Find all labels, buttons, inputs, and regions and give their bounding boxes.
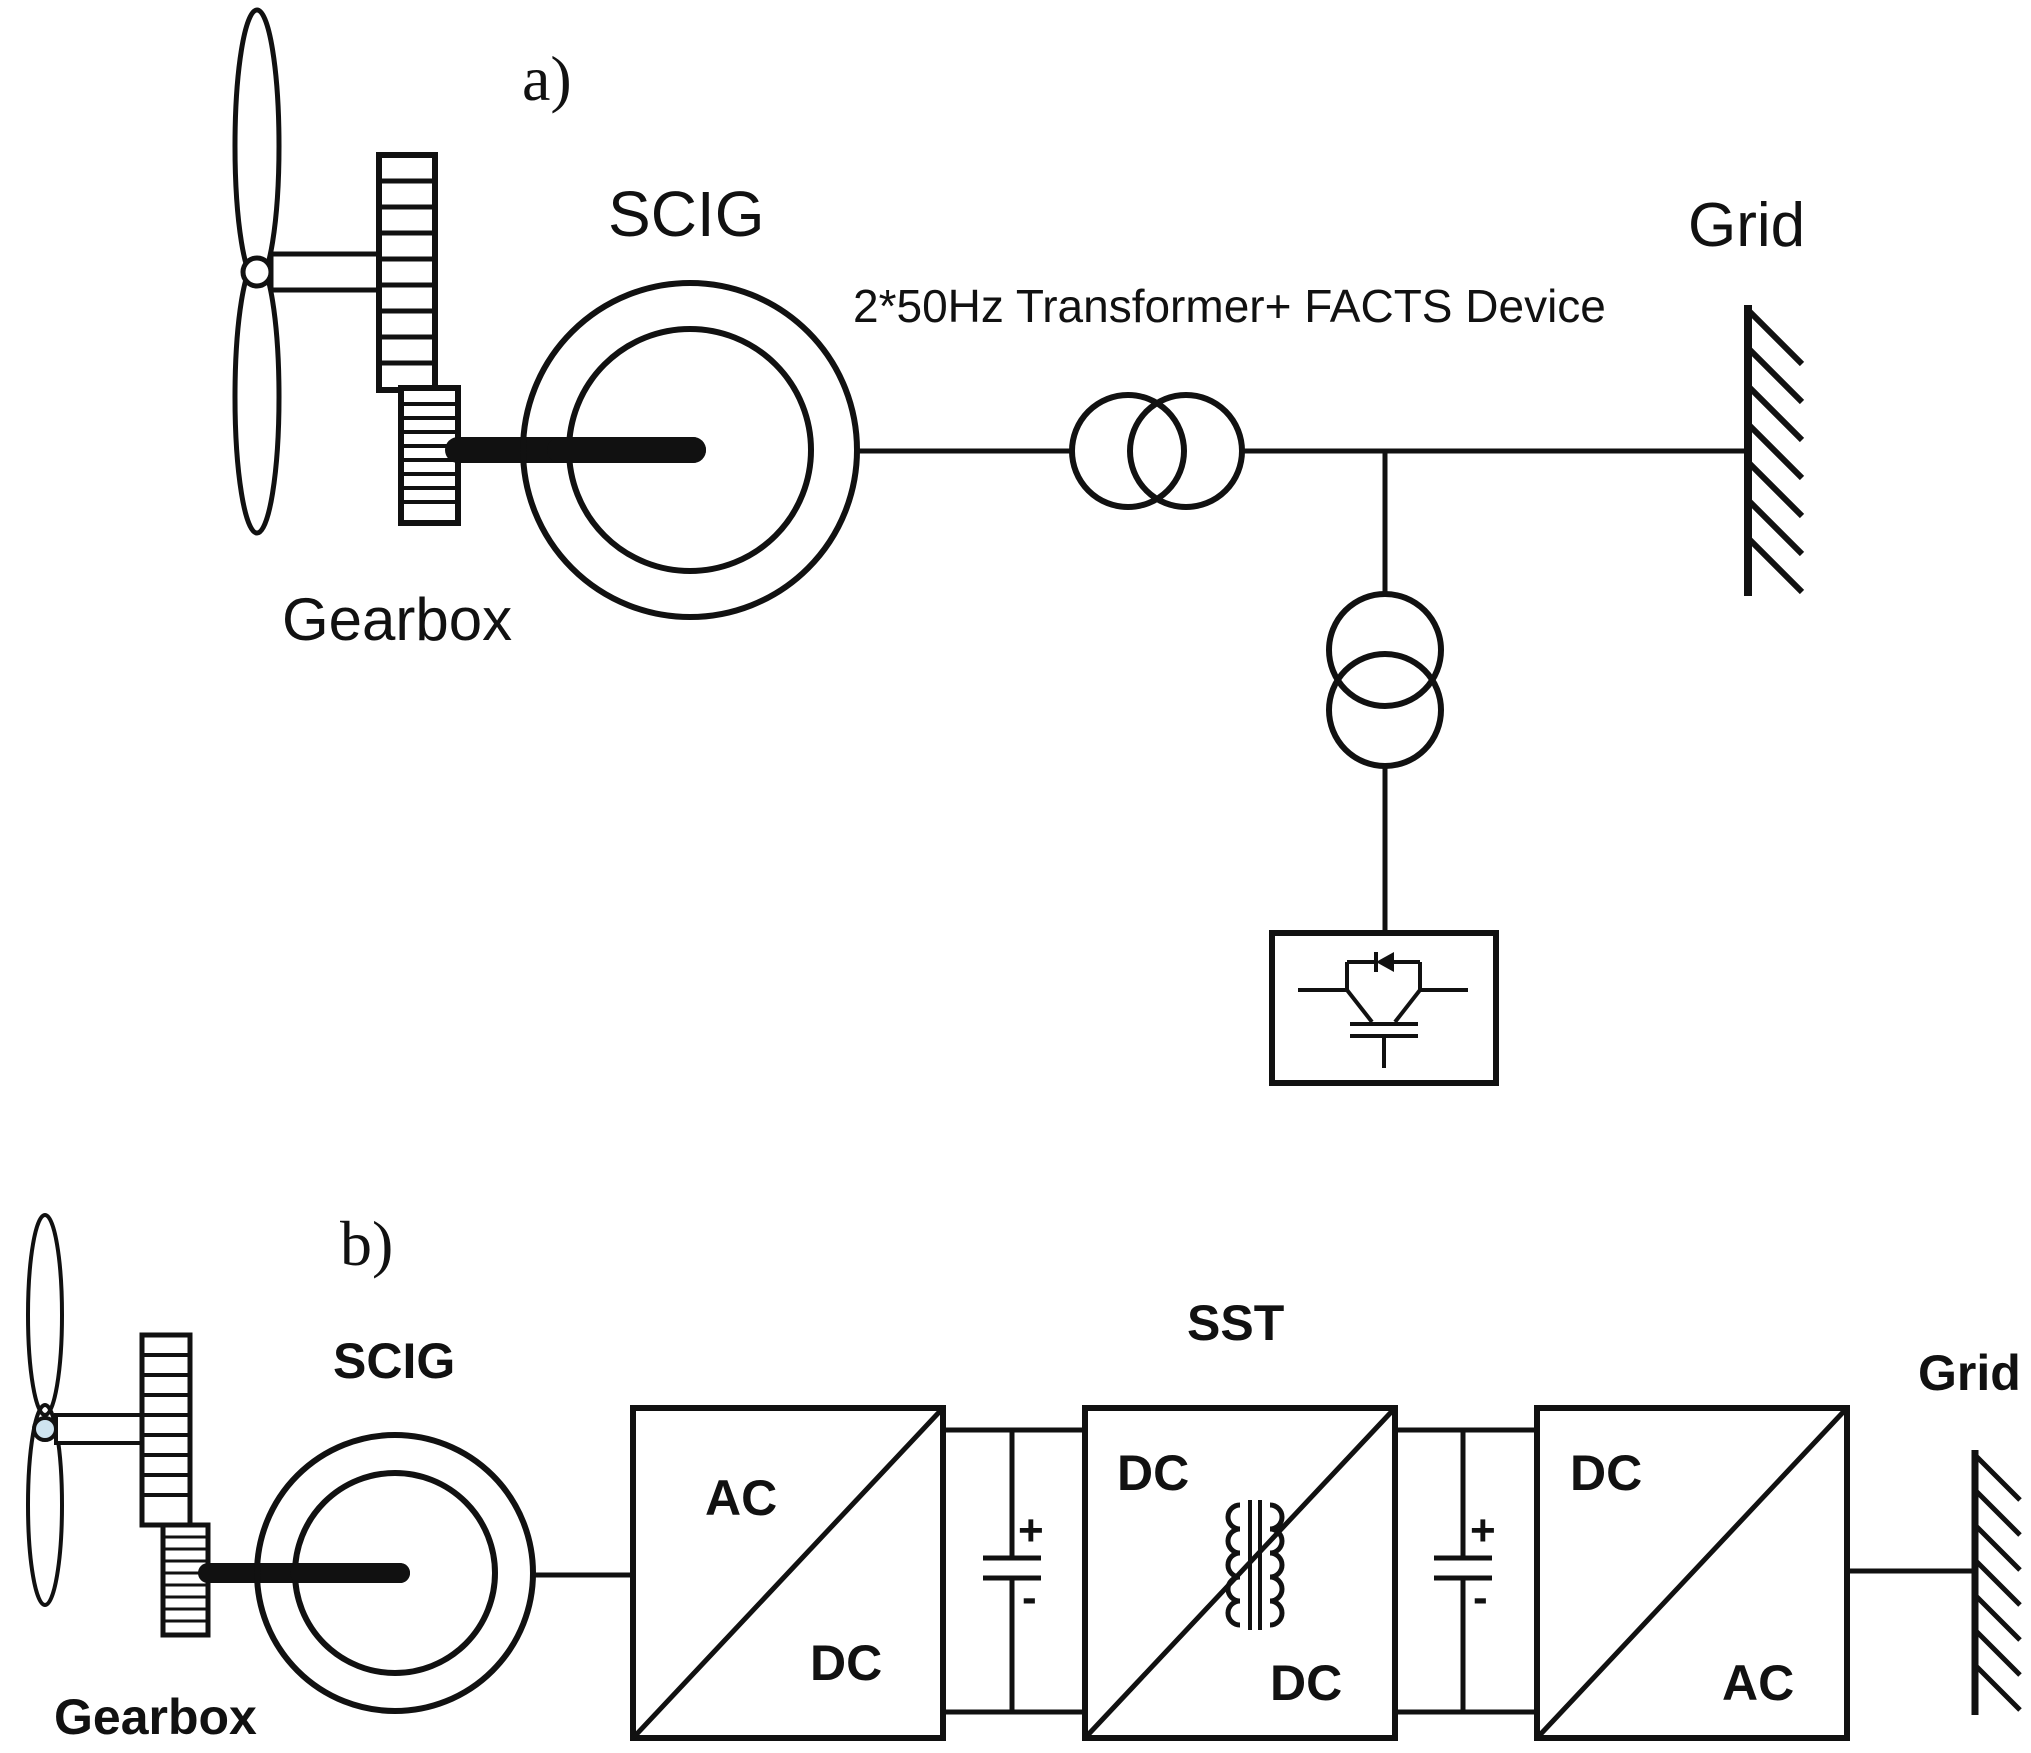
gearbox-label-b: Gearbox bbox=[54, 1689, 257, 1745]
cap2-minus: - bbox=[1473, 1573, 1488, 1622]
cap2-plus: + bbox=[1470, 1506, 1496, 1555]
conv2-top-label: DC bbox=[1117, 1445, 1189, 1501]
grid-label-b: Grid bbox=[1918, 1345, 2021, 1401]
generator-icon-b bbox=[254, 1432, 536, 1714]
ac-dc-converter: AC DC bbox=[630, 1405, 946, 1741]
grid-icon-b bbox=[1971, 1450, 2022, 1715]
panel-a: a) bbox=[232, 7, 1805, 1086]
facts-device-icon bbox=[1269, 930, 1499, 1086]
wind-turbine-icon-b bbox=[26, 1213, 144, 1607]
conv1-top-label: AC bbox=[705, 1470, 777, 1526]
conv3-bottom-label: AC bbox=[1722, 1655, 1794, 1711]
grid-icon bbox=[1744, 305, 1805, 596]
hf-transformer-icon bbox=[1225, 1500, 1285, 1630]
shunt-transformer-icon bbox=[1326, 591, 1444, 769]
conv2-bottom-label: DC bbox=[1270, 1655, 1342, 1711]
cap1-plus: + bbox=[1018, 1506, 1044, 1555]
sst-label: SST bbox=[1187, 1295, 1284, 1351]
conv3-top-label: DC bbox=[1570, 1445, 1642, 1501]
panel-b-tag: b) bbox=[340, 1208, 393, 1279]
generator-label-b: SCIG bbox=[333, 1333, 455, 1389]
panel-b: b) bbox=[26, 1208, 2022, 1745]
conv1-bottom-label: DC bbox=[810, 1635, 882, 1691]
dc-link-capacitor-1: + - bbox=[943, 1427, 1085, 1715]
grid-label: Grid bbox=[1688, 191, 1805, 260]
gearbox-label: Gearbox bbox=[282, 586, 512, 653]
generator-icon bbox=[520, 280, 860, 620]
dc-link-capacitor-2: + - bbox=[1395, 1427, 1537, 1715]
wind-turbine-icon bbox=[232, 7, 382, 536]
gearbox-icon bbox=[376, 152, 706, 526]
dc-dc-converter: DC DC bbox=[1082, 1405, 1398, 1741]
cap1-minus: - bbox=[1022, 1573, 1037, 1622]
generator-label: SCIG bbox=[608, 178, 764, 250]
panel-a-tag: a) bbox=[522, 43, 572, 114]
transformer-caption: 2*50Hz Transformer+ FACTS Device bbox=[853, 280, 1606, 332]
series-transformer-icon bbox=[1069, 392, 1245, 510]
dc-ac-converter: DC AC bbox=[1534, 1405, 1850, 1741]
